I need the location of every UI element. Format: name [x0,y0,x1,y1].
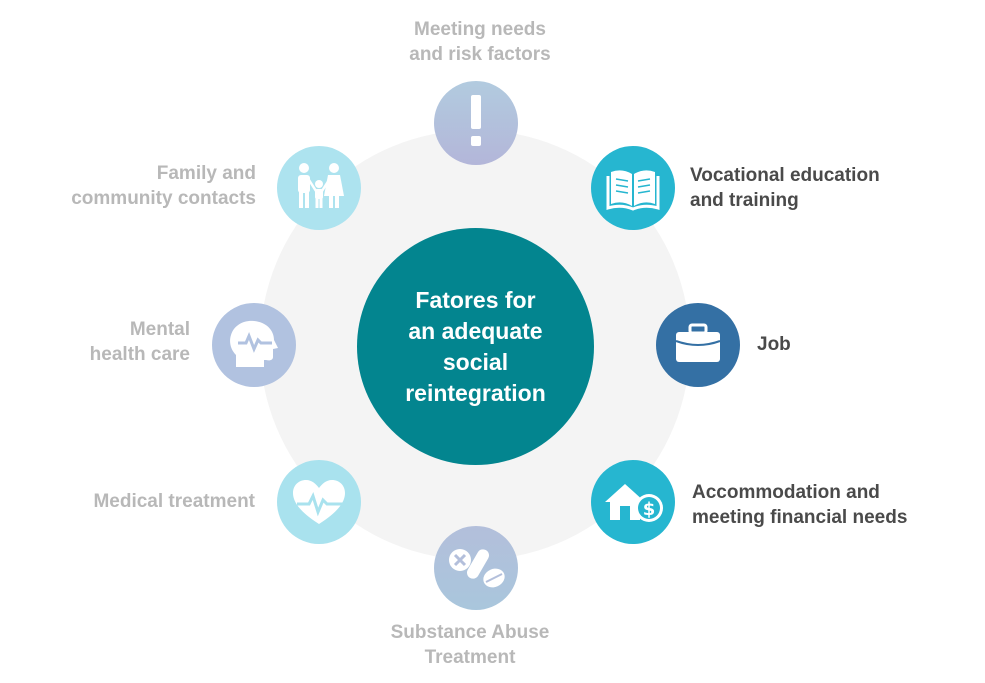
briefcase-icon [656,303,740,387]
label-education: Vocational education and training [690,165,880,211]
node-education [591,146,675,230]
label-job: Job [757,334,791,355]
label-accommodation: Accommodation and meeting financial need… [692,482,908,528]
exclamation-icon [434,81,518,165]
book-icon [591,146,675,230]
node-risk [434,81,518,165]
label-medical: Medical treatment [93,491,255,512]
node-family [277,146,361,230]
head-pulse-icon [212,303,296,387]
heart-pulse-icon [277,460,361,544]
center-title: Fatores for an adequate social reintegra… [405,286,546,406]
node-job [656,303,740,387]
house-money-icon: $ [591,460,675,544]
center-hub: Fatores for an adequate social reintegra… [357,228,594,465]
pills-icon [434,526,518,610]
label-substance: Substance Abuse Treatment [390,622,550,668]
label-family: Family and community contacts [71,163,256,209]
node-accommodation: $ [591,460,675,544]
label-risk: Meeting needs and risk factors [409,19,551,65]
node-substance [434,526,518,610]
family-icon [277,146,361,230]
svg-text:$: $ [643,499,656,520]
label-mental: Mental health care [89,319,190,365]
node-mental [212,303,296,387]
node-medical [277,460,361,544]
